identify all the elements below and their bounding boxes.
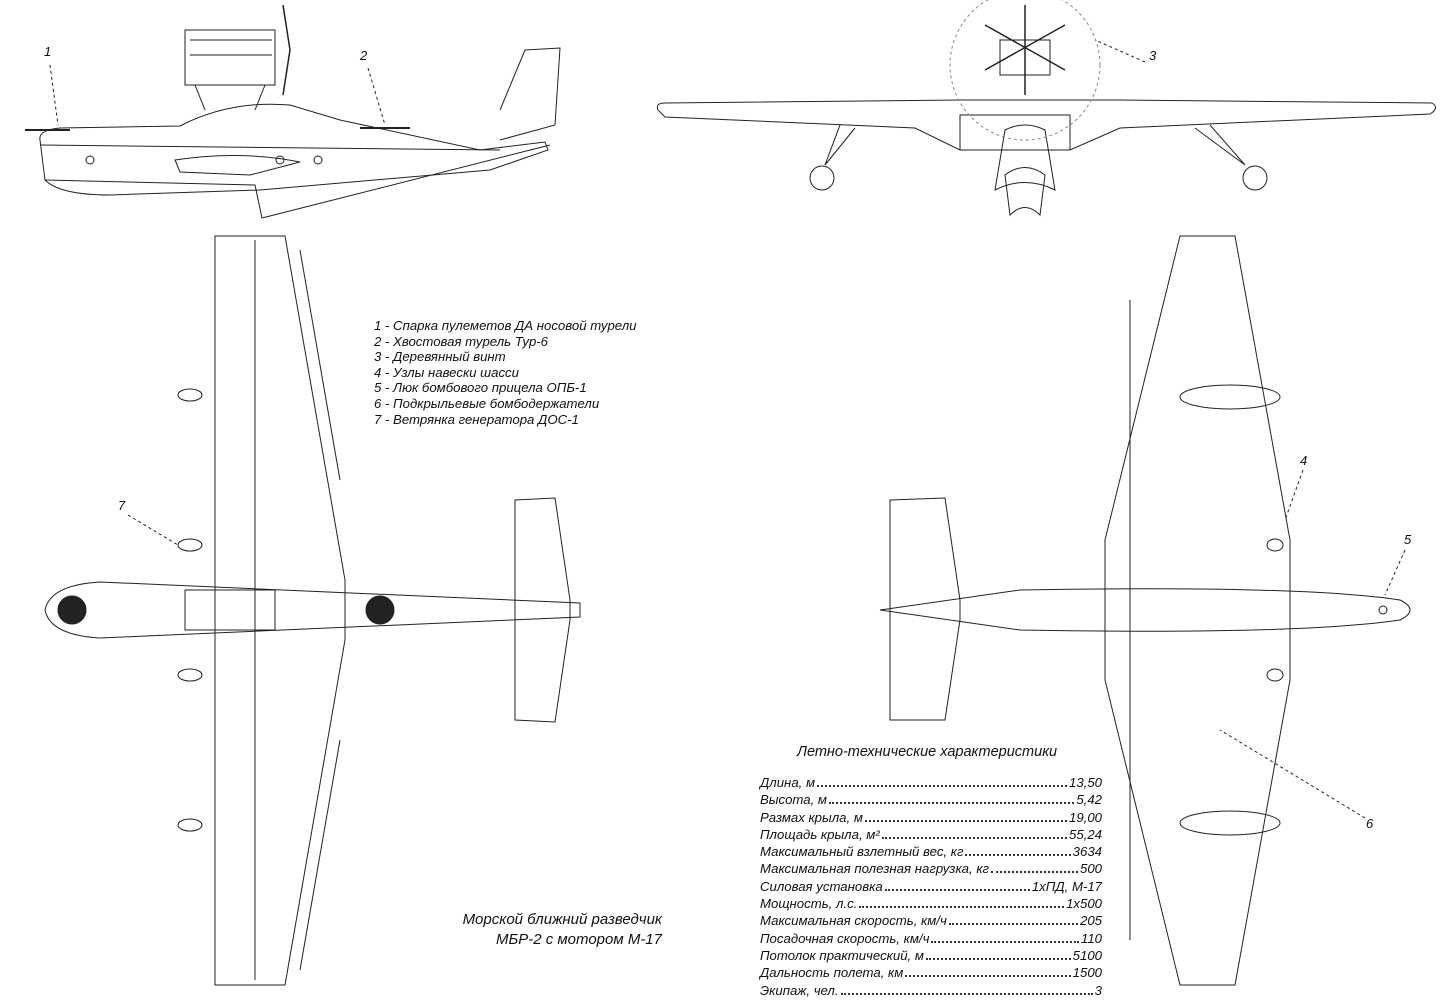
spec-label: Потолок практический, м (760, 947, 924, 963)
spec-row: Дальность полета, км 1500 (760, 965, 1102, 982)
drawing-caption: Морской ближний разведчик МБР-2 с моторо… (463, 910, 662, 950)
spec-value: 5,42 (1076, 792, 1102, 808)
callout-3: 3 (1149, 48, 1157, 63)
spec-value: 3634 (1072, 844, 1102, 860)
legend: 1 - Спарка пулеметов ДА носовой турели 2… (374, 318, 636, 427)
caption-line-1: Морской ближний разведчик (462, 911, 662, 928)
spec-value: 110 (1080, 930, 1102, 946)
spec-label: Максимальная полезная нагрузка, кг (760, 861, 990, 877)
spec-row: Длина, м 13,50 (760, 775, 1102, 792)
callout-4: 4 (1300, 453, 1308, 468)
dotted-leader (884, 888, 1030, 891)
spec-label: Дальность полета, км (760, 965, 904, 981)
dotted-leader (991, 871, 1078, 874)
spec-row: Потолок практический, м 5100 (760, 948, 1102, 965)
dotted-leader (828, 802, 1075, 805)
spec-row: Максимальная скорость, км/ч 205 (760, 913, 1102, 930)
side-view (25, 4, 561, 219)
dotted-leader (931, 940, 1079, 943)
spec-row: Максимальный взлетный вес, кг 3634 (760, 844, 1102, 861)
spec-row: Высота, м 5,42 (760, 792, 1102, 809)
spec-label: Размах крыла, м (760, 809, 863, 825)
spec-value: 205 (1079, 913, 1102, 929)
spec-row: Максимальная полезная нагрузка, кг 500 (760, 861, 1102, 878)
spec-label: Экипаж, чел. (760, 982, 839, 998)
spec-label: Посадочная скорость, км/ч (760, 930, 930, 946)
legend-item: 5 - Люк бомбового прицела ОПБ-1 (374, 380, 587, 396)
spec-value: 3 (1094, 982, 1102, 998)
spec-label: Мощность, л.с. (760, 896, 858, 912)
spec-row: Экипаж, чел. 3 (760, 983, 1102, 1000)
spec-label: Длина, м (760, 775, 816, 790)
legend-item: 1 - Спарка пулеметов ДА носовой турели (374, 318, 637, 333)
dotted-leader (840, 992, 1093, 995)
dotted-leader (859, 906, 1065, 909)
dotted-leader (817, 785, 1067, 787)
spec-row: Площадь крыла, м² 55,24 (760, 827, 1102, 844)
spec-value: 5100 (1072, 947, 1102, 963)
spec-label: Высота, м (760, 792, 827, 808)
top-view (44, 235, 581, 986)
callout-1: 1 (44, 44, 52, 59)
spec-label: Площадь крыла, м² (760, 826, 880, 842)
spec-label: Максимальная скорость, км/ч (760, 913, 947, 929)
spec-label: Максимальный взлетный вес, кг (760, 844, 964, 860)
spec-row: Мощность, л.с. 1х500 (760, 896, 1102, 913)
dotted-leader (925, 957, 1071, 960)
spec-row: Размах крыла, м 19,00 (760, 810, 1102, 827)
spec-value: 1хПД, М-17 (1031, 878, 1102, 894)
spec-row: Посадочная скорость, км/ч 110 (760, 931, 1102, 948)
spec-value: 500 (1079, 861, 1102, 877)
spec-label: Силовая установка (760, 878, 883, 894)
bottom-view (879, 235, 1411, 986)
spec-value: 19,00 (1068, 809, 1102, 825)
spec-value: 13,50 (1068, 775, 1102, 790)
dotted-leader (948, 923, 1078, 926)
callout-leaders (49, 39, 1406, 819)
legend-item: 3 - Деревянный винт (374, 349, 506, 365)
callout-7: 7 (118, 498, 126, 513)
spec-value: 55,24 (1068, 826, 1102, 842)
spec-row: Силовая установка 1хПД, М-17 (760, 879, 1102, 896)
spec-value: 1500 (1072, 965, 1102, 981)
caption-line-2: МБР-2 с мотором М-17 (495, 931, 662, 948)
legend-item: 7 - Ветрянка генератора ДОС-1 (374, 411, 579, 427)
dotted-leader (965, 854, 1071, 857)
dotted-leader (905, 975, 1071, 978)
dotted-leader (864, 819, 1067, 822)
legend-item: 4 - Узлы навески шасси (374, 364, 519, 380)
callout-5: 5 (1404, 532, 1412, 547)
callout-2: 2 (360, 48, 368, 63)
legend-item: 6 - Подкрыльевые бомбодержатели (374, 395, 600, 411)
legend-item: 2 - Хвостовая турель Тур-6 (374, 333, 549, 349)
dotted-leader (881, 836, 1067, 839)
front-view (656, 0, 1436, 217)
callout-6: 6 (1366, 816, 1374, 831)
specs-title: Летно-технические характеристики (797, 744, 1058, 760)
spec-value: 1х500 (1066, 896, 1102, 912)
